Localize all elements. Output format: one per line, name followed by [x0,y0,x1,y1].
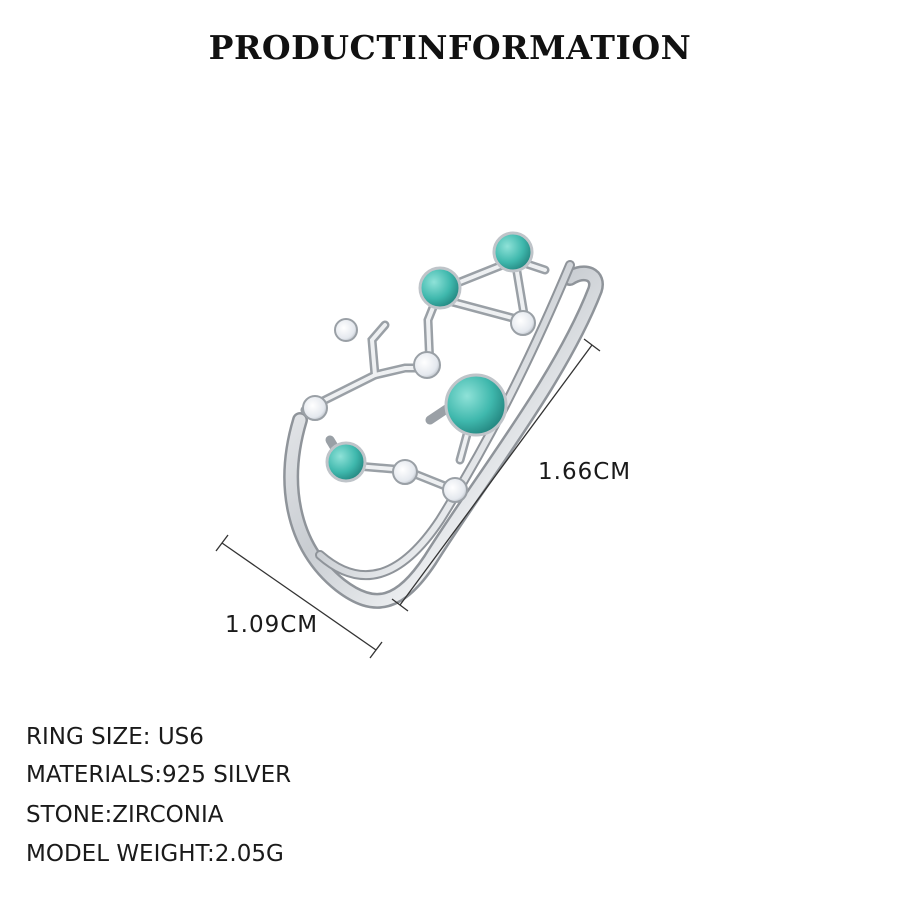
turquoise-stones [325,231,534,483]
zircon-stone [510,310,536,336]
turquoise-stone [325,441,367,483]
turquoise-stone [418,266,462,310]
ring-band [283,260,604,609]
height-label: 1.66CM [538,459,632,485]
turquoise-stone [444,373,508,437]
spec-stone: STONE:ZIRCONIA [26,802,224,828]
spec-model-weight: MODEL WEIGHT:2.05G [26,841,284,867]
zircon-stone [413,351,441,379]
spec-materials: MATERIALS:925 SILVER [26,762,292,788]
zircon-stone [302,395,328,421]
spec-ring-size: RING SIZE: US6 [26,724,204,750]
page-title: PRODUCTINFORMATION [208,28,692,67]
height-dimension-line [391,338,601,612]
zircon-stones [302,310,536,503]
turquoise-stone [492,231,534,273]
zircon-stone [392,459,418,485]
zircon-stone [442,477,468,503]
width-dimension-line [215,534,383,659]
width-label: 1.09CM [225,612,319,638]
zircon-stone [334,318,358,342]
